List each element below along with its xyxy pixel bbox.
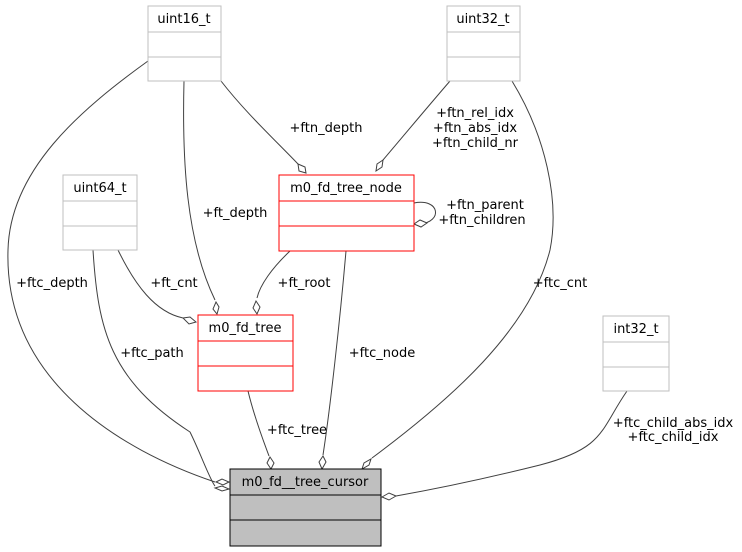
label-ftc-node: +ftc_node xyxy=(349,346,415,361)
edge-diamond xyxy=(412,219,429,228)
edge-diamond xyxy=(266,456,275,470)
edge-diamond xyxy=(318,455,327,471)
label-ftc-depth: +ftc_depth xyxy=(16,276,88,291)
edge-uint16-to-cursor xyxy=(7,60,216,483)
edge-uint64-to-cursor xyxy=(92,249,216,487)
label-ftc-tree: +ftc_tree xyxy=(267,423,327,438)
class-name-int32: int32_t xyxy=(613,322,658,337)
edge-diamond xyxy=(214,478,231,486)
edge-labels: +ftn_depth +ftn_rel_idx +ftn_abs_idx +ft… xyxy=(16,106,733,445)
edge-uint16-to-tree xyxy=(183,80,216,301)
label-ftn-rel-idx: +ftn_rel_idx xyxy=(436,106,514,121)
class-box-uint16[interactable]: uint16_t xyxy=(147,5,222,82)
label-ftn-children: +ftn_children xyxy=(438,213,525,228)
label-ftc-path: +ftc_path xyxy=(120,346,184,361)
label-ftc-cnt: +ftc_cnt xyxy=(533,276,587,291)
class-name-uint32: uint32_t xyxy=(456,12,509,27)
class-name-cursor: m0_fd__tree_cursor xyxy=(242,475,369,490)
edge-uint32-to-cursor xyxy=(371,80,554,459)
label-ftn-depth: +ftn_depth xyxy=(290,121,363,136)
label-ftn-abs-idx: +ftn_abs_idx xyxy=(433,121,517,136)
edge-diamond xyxy=(252,299,261,316)
class-box-cursor[interactable]: m0_fd__tree_cursor xyxy=(229,468,382,547)
label-ftn-child-nr: +ftn_child_nr xyxy=(432,136,519,151)
label-ft-cnt: +ft_cnt xyxy=(150,276,197,291)
class-box-tree[interactable]: m0_fd_tree xyxy=(197,314,294,392)
label-ft-depth: +ft_depth xyxy=(203,206,268,221)
label-ftc-child-abs-idx: +ftc_child_abs_idx xyxy=(613,416,734,431)
class-box-tree-node[interactable]: m0_fd_tree_node xyxy=(278,174,415,252)
class-box-uint32[interactable]: uint32_t xyxy=(446,5,521,82)
label-ft-root: +ft_root xyxy=(278,276,331,291)
edge-diamond xyxy=(181,316,198,325)
edge-diamond xyxy=(213,485,231,492)
edges xyxy=(7,60,628,501)
edge-diamond xyxy=(375,158,384,173)
label-ftc-child-idx: +ftc_child_idx xyxy=(628,430,719,445)
edge-tree-node-self-loop xyxy=(413,201,437,225)
edge-tree-to-cursor xyxy=(247,390,270,457)
label-ftn-parent: +ftn_parent xyxy=(446,198,524,213)
edge-diamond xyxy=(380,492,398,501)
edge-int32-to-cursor xyxy=(395,390,628,497)
class-name-tree: m0_fd_tree xyxy=(209,321,282,336)
class-name-uint64: uint64_t xyxy=(73,181,126,196)
edge-tree-node-to-cursor xyxy=(322,250,347,456)
edge-diamond xyxy=(361,457,372,471)
class-box-int32[interactable]: int32_t xyxy=(602,315,670,392)
edge-uint32-to-tree-node xyxy=(382,80,451,161)
edge-uint16-to-tree-node xyxy=(220,80,299,165)
edge-uint64-to-tree xyxy=(117,249,184,319)
class-name-tree-node: m0_fd_tree_node xyxy=(290,181,402,196)
class-name-uint16: uint16_t xyxy=(157,12,210,27)
edge-diamond xyxy=(212,300,220,316)
edge-diamond xyxy=(297,163,307,174)
edge-tree-node-to-tree xyxy=(256,250,291,299)
class-box-uint64[interactable]: uint64_t xyxy=(62,174,138,251)
